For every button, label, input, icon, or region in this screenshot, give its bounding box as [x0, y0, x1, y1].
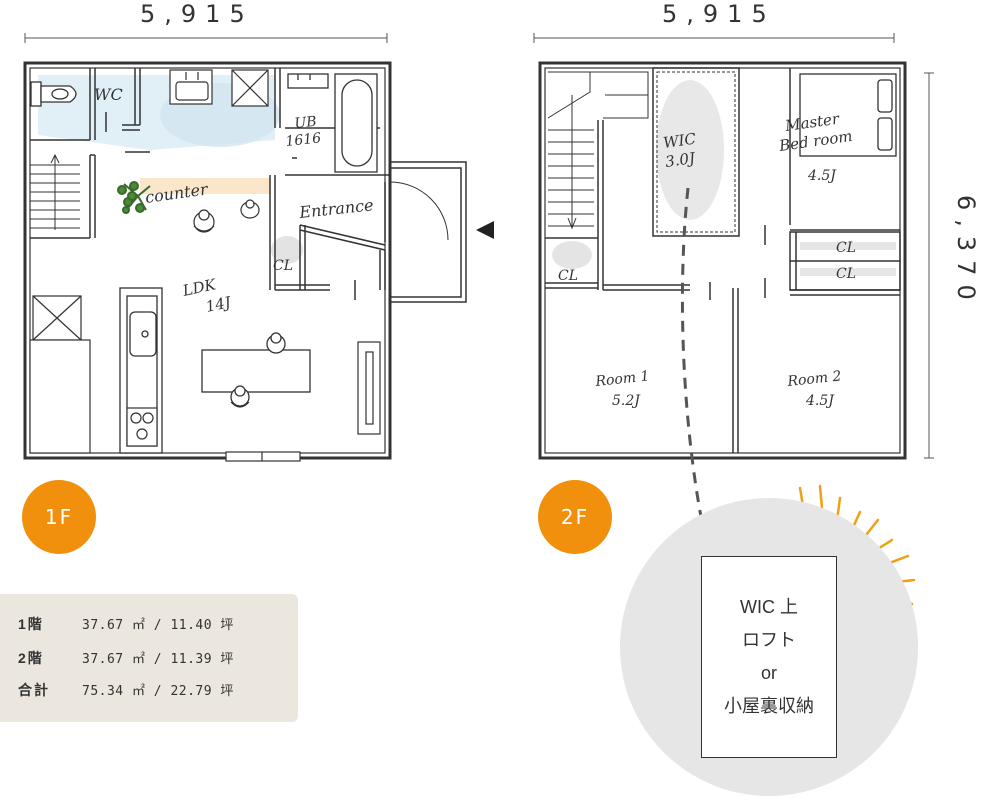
room-label-room2: Room 2 [786, 368, 842, 390]
tv-board [357, 341, 381, 435]
room-label-cl-2f-right-1: CL [836, 240, 856, 256]
counter-tint [140, 178, 270, 194]
loft-link-line [680, 187, 708, 543]
loft-line-2: ロフト [742, 630, 796, 650]
loft-line-4: 小屋裏収納 [724, 696, 814, 716]
floor-badge-1f: 1F [22, 480, 96, 554]
area-value: 37.67 ㎡ / 11.39 坪 [82, 652, 234, 667]
plant-icon [117, 181, 151, 214]
area-row-1f: 1階 37.67 ㎡ / 11.40 坪 [18, 614, 234, 634]
closet-shelf-2 [800, 268, 896, 276]
area-value: 75.34 ㎡ / 22.79 坪 [82, 684, 234, 699]
room-label-room1-size: 5.2J [612, 393, 641, 409]
sink-icon [169, 69, 213, 105]
room-label-wic-size: 3.0J [664, 149, 697, 171]
room-label-wc: WC [94, 85, 123, 104]
dimension-depth: 6,370 [952, 195, 980, 309]
room-label-cl-2f-left: CL [558, 268, 578, 284]
bathtub-icon [287, 73, 378, 173]
room-label-wic: WIC [662, 129, 698, 151]
loft-line-1: WIC 上 [740, 597, 798, 617]
floor2-plan: WIC 3.0J Master Bed room 4.5J CL CL CL R… [538, 61, 907, 460]
entrance-arrow-icon [476, 221, 494, 239]
room-label-cl-1f: CL [273, 258, 293, 274]
room-label-ub-size: 1616 [285, 130, 322, 150]
washer-box [231, 69, 269, 107]
bed-icon [799, 73, 897, 157]
room-label-entrance: Entrance [297, 195, 374, 222]
area-label: 1階 [18, 616, 44, 632]
chair-icon [193, 199, 260, 233]
room-label-room1: Room 1 [594, 368, 650, 390]
storage-box-1f [29, 295, 91, 454]
area-row-2f: 2階 37.67 ㎡ / 11.39 坪 [18, 648, 234, 668]
room-label-master-size: 4.5J [807, 168, 837, 184]
room-label-ub: UB [294, 114, 318, 132]
loft-callout-card: WIC 上 ロフト or 小屋裏収納 [701, 556, 837, 758]
floor-badge-2f: 2F [538, 480, 612, 554]
room-label-ldk-size: 14J [204, 293, 233, 316]
cl-shade-2f [552, 241, 592, 269]
dimension-width-2f: 5,915 [662, 0, 776, 28]
floor1-plan: WC UB 1616 counter Entrance CL LDK 14J [23, 61, 494, 462]
window-1f [225, 451, 301, 462]
stove-icon [126, 407, 158, 447]
closet-shelf-1 [800, 242, 896, 250]
dining-set [201, 332, 311, 408]
dimension-lines [24, 33, 934, 459]
area-row-total: 合計 75.34 ㎡ / 22.79 坪 [18, 680, 234, 700]
toilet-icon [30, 81, 77, 107]
dimension-width-1f: 5,915 [140, 0, 254, 28]
stairs-1f [30, 153, 80, 230]
room-label-cl-2f-right-2: CL [836, 266, 856, 282]
room-label-room2-size: 4.5J [805, 393, 835, 409]
wic-shade [656, 80, 724, 220]
stairs-2f [547, 71, 649, 230]
cl-shade-1f [271, 236, 303, 264]
loft-line-3: or [760, 663, 777, 683]
area-label: 2階 [18, 650, 44, 666]
area-value: 37.67 ㎡ / 11.40 坪 [82, 618, 234, 633]
area-label: 合計 [18, 682, 50, 698]
